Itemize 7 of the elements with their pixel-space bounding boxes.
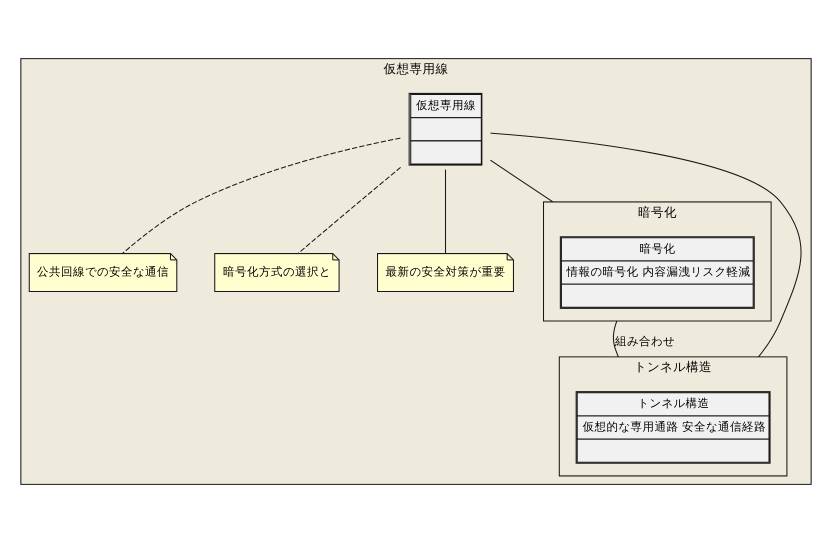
connector (490, 159, 554, 202)
connector (444, 169, 446, 253)
connector (122, 137, 400, 254)
connector (612, 320, 619, 357)
edge-label: 組み合わせ (615, 334, 676, 348)
connector (490, 132, 802, 357)
connector (298, 166, 401, 254)
